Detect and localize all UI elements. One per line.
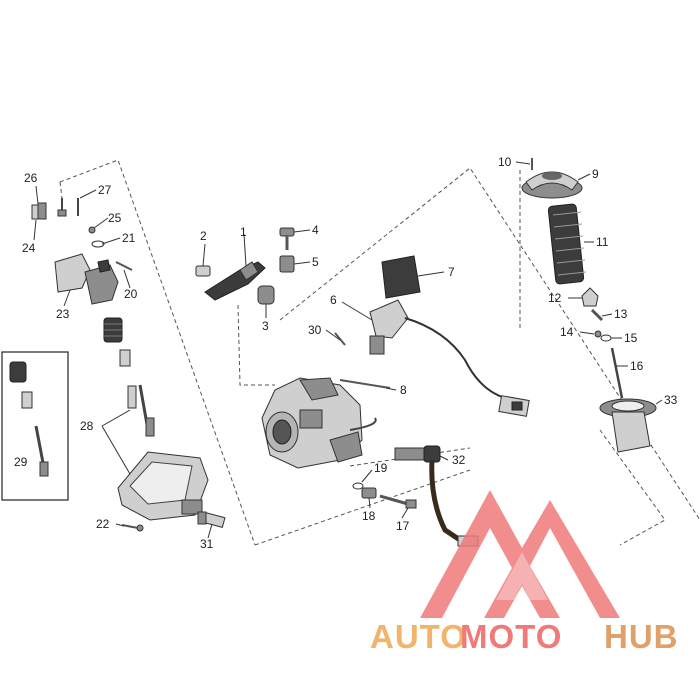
callout-8: 8	[400, 383, 407, 397]
top-cap-part-9	[521, 171, 583, 199]
spring-part-11	[547, 203, 587, 285]
carburetor-body	[261, 377, 377, 469]
jet-part-c	[145, 417, 155, 437]
callout-22: 22	[96, 517, 110, 531]
callout-27: 27	[98, 183, 112, 197]
screw-part-4	[279, 227, 295, 250]
jet-part-b	[127, 385, 137, 409]
needle-part-16	[610, 347, 624, 399]
screw-part-27	[57, 198, 79, 217]
pin-part-30	[334, 332, 346, 346]
callout-labels: 26 24 27 25 21 20 23 28 29 22 31 2 1 3 4…	[14, 155, 678, 551]
throttle-lever-part-1	[204, 261, 266, 301]
clip-part	[31, 202, 47, 220]
jet-part-a	[119, 349, 131, 367]
drain-screw-part-31	[197, 511, 226, 529]
screw-part-22	[121, 524, 144, 532]
callout-31: 31	[200, 537, 214, 551]
callout-17: 17	[396, 519, 410, 533]
callout-12: 12	[548, 291, 562, 305]
pad-part-7	[381, 255, 421, 299]
diaphragm-part-33	[599, 398, 657, 453]
callout-10: 10	[498, 155, 512, 169]
heater-part-32	[394, 445, 479, 547]
callout-9: 9	[592, 167, 599, 181]
clip-part-13	[590, 308, 604, 322]
leader-lines	[33, 161, 663, 539]
callout-19: 19	[374, 461, 388, 475]
washer-part-25	[88, 226, 96, 234]
pin-part-20	[115, 261, 133, 271]
part-14	[594, 330, 602, 338]
callout-25: 25	[108, 211, 122, 225]
callout-24: 24	[22, 241, 36, 255]
screw-part-18	[361, 487, 377, 499]
callout-14: 14	[560, 325, 574, 339]
callout-7: 7	[448, 265, 455, 279]
callout-28: 28	[80, 419, 94, 433]
callout-11: 11	[596, 235, 609, 249]
washer-part-19	[352, 482, 364, 490]
watermark-text-moto: MOTO	[460, 618, 562, 655]
callout-26: 26	[24, 171, 38, 185]
auto-choke-part-6	[369, 299, 530, 417]
inset-parts-29	[9, 361, 49, 477]
callout-23: 23	[56, 307, 70, 321]
watermark-text: AUTO MOTO HUB	[370, 618, 679, 655]
callout-32: 32	[452, 453, 466, 467]
callout-13: 13	[614, 307, 628, 321]
callout-4: 4	[312, 223, 319, 237]
cover-part-23	[54, 253, 119, 305]
callout-5: 5	[312, 255, 319, 269]
screw-part-17	[379, 494, 417, 509]
parts	[9, 158, 657, 547]
logo-triangle-mark	[420, 490, 620, 618]
watermark-text-hub: HUB	[604, 618, 679, 655]
screw-part-2	[195, 265, 211, 277]
rod-part-8	[339, 379, 391, 389]
callout-15: 15	[624, 331, 638, 345]
callout-29: 29	[14, 455, 28, 469]
seat-part-12	[581, 287, 599, 307]
callout-16: 16	[630, 359, 644, 373]
spring-part-3	[257, 285, 275, 305]
callout-30: 30	[308, 323, 322, 337]
callout-6: 6	[330, 293, 337, 307]
spring-part-5	[279, 255, 295, 273]
callout-18: 18	[362, 509, 376, 523]
callout-20: 20	[124, 287, 138, 301]
callout-3: 3	[262, 319, 269, 333]
spring-part	[103, 317, 123, 343]
washer-part-15	[600, 334, 612, 342]
callout-33: 33	[664, 393, 678, 407]
oring-part-21	[91, 240, 105, 248]
callout-1: 1	[240, 225, 247, 239]
watermark-text-auto: AUTO	[370, 618, 467, 655]
callout-2: 2	[200, 229, 207, 243]
callout-21: 21	[122, 231, 136, 245]
float-bowl-part-28	[117, 451, 209, 521]
watermark-logo	[420, 490, 620, 618]
inset-box	[1, 351, 69, 501]
